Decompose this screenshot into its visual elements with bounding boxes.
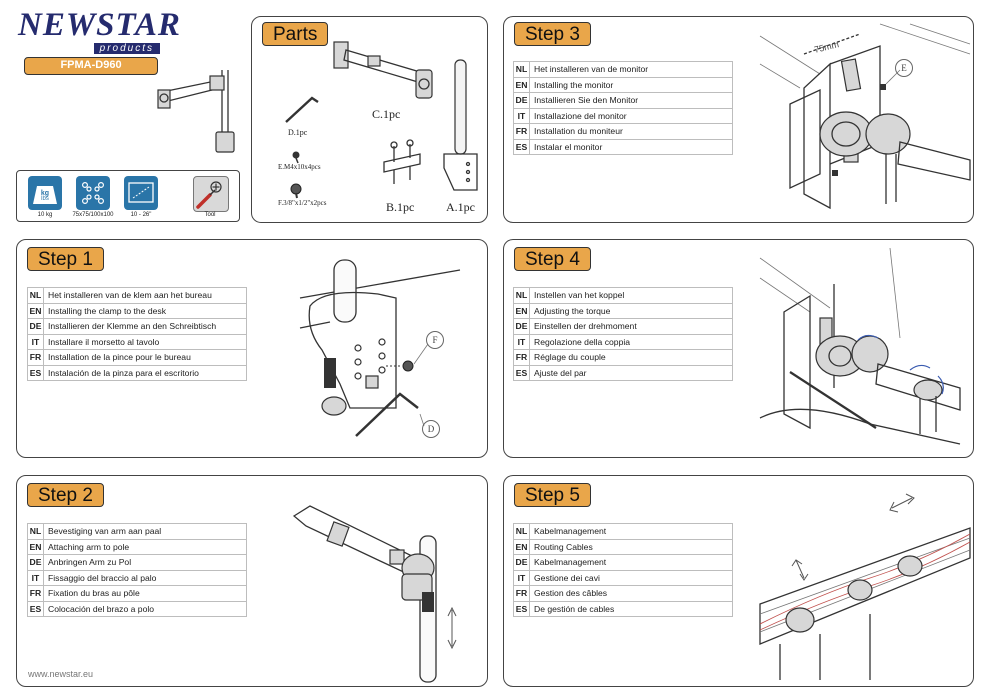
parts-panel	[251, 16, 488, 223]
part-c-arm-illustration	[333, 41, 433, 99]
part-d-label: D.1pc	[288, 128, 308, 137]
part-b-clamp-illustration	[383, 139, 421, 184]
part-f-label: F.3/8"x1/2"x2pcs	[278, 199, 327, 207]
step3-callout-e: E	[895, 59, 913, 77]
vesa-pattern-icon	[76, 176, 110, 210]
step2-title: Step 2	[27, 483, 104, 507]
part-a-label: A.1pc	[446, 200, 475, 214]
spec-tool-label: Tool	[204, 212, 216, 218]
spec-weight-label: 10 kg	[37, 212, 53, 218]
step1-callout-d: D	[422, 420, 440, 438]
part-e-screw-illustration	[292, 151, 300, 164]
website-link[interactable]: www.newstar.eu	[28, 669, 94, 679]
part-c-label: C.1pc	[372, 107, 401, 121]
step3-illustration	[759, 23, 971, 210]
part-a-pole-illustration	[443, 59, 478, 191]
product-thumbnail-illustration	[157, 70, 235, 153]
step1-illustration	[299, 259, 461, 437]
spec-screen-label: 10 - 26"	[130, 212, 152, 218]
part-e-label: E.M4x10x4pcs	[278, 163, 321, 171]
step1-callout-f: F	[426, 331, 444, 349]
model-badge: FPMA-D960	[24, 57, 158, 75]
logo-wordmark: NEWSTAR	[18, 7, 181, 43]
step2-illustration	[292, 505, 457, 683]
part-b-label: B.1pc	[386, 200, 415, 214]
step4-title: Step 4	[514, 247, 591, 271]
spec-vesa-label: 75x75/100x100	[72, 212, 114, 218]
screwdriver-icon	[193, 176, 229, 212]
brand-logo: NEWSTAR products	[18, 7, 181, 56]
logo-subtitle: products	[93, 43, 160, 54]
parts-title: Parts	[262, 22, 329, 46]
step1-panel	[16, 239, 488, 458]
screen-size-icon	[124, 176, 158, 210]
step3-title: Step 3	[514, 22, 591, 46]
step4-illustration	[759, 247, 961, 445]
step1-title: Step 1	[27, 247, 104, 271]
step5-title: Step 5	[514, 483, 591, 507]
part-f-bolt-illustration	[290, 183, 302, 199]
part-d-allen-key-illustration	[285, 96, 319, 123]
step5-illustration	[759, 493, 971, 680]
weight-icon: kg lbs	[28, 176, 62, 210]
